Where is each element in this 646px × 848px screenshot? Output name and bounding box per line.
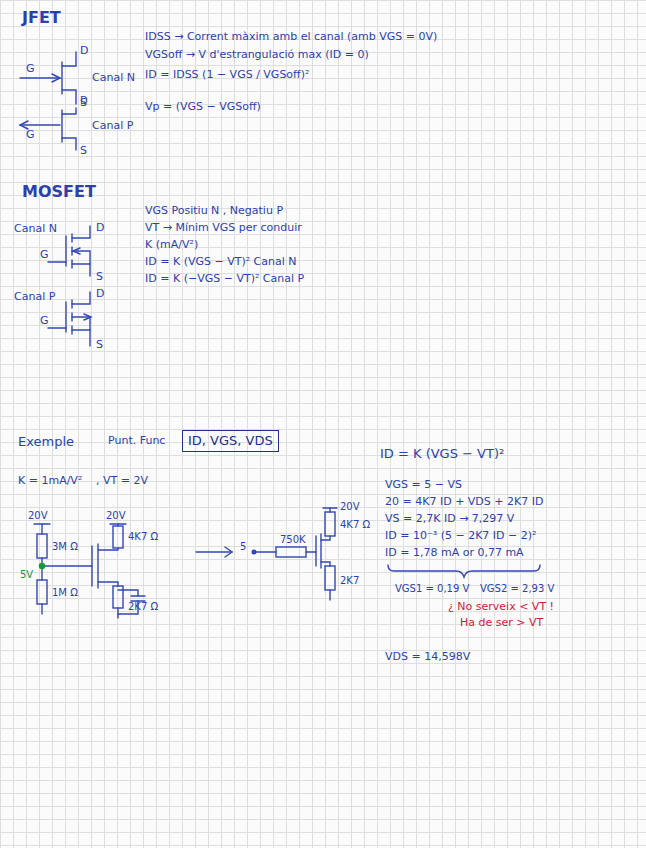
note-text: 20V: [28, 509, 48, 523]
note-text: 2K7 Ω: [128, 600, 158, 614]
note-text: IDSS → Corrent màxim amb el canal (amb V…: [145, 30, 437, 44]
note-text: G: [26, 128, 35, 142]
note-text: Canal N: [14, 222, 57, 236]
section-heading: MOSFET: [22, 182, 96, 201]
note-text: VGS1 = 0,19 V: [395, 582, 469, 596]
note-text: D: [80, 44, 88, 58]
note-text: VGS = 5 − VS: [385, 478, 462, 492]
red-note: Ha de ser > VT: [460, 616, 543, 630]
note-text: VGS2 = 2,93 V: [480, 582, 554, 596]
note-text: K = 1mA/V²: [18, 474, 82, 488]
note-text: 20V: [340, 500, 360, 514]
note-text: 750K: [280, 533, 306, 547]
note-text: ID = K (VGS − VT)² Canal N: [145, 255, 297, 269]
note-text: ID = 1,78 mA or 0,77 mA: [385, 546, 524, 560]
jfet-p-symbol: [20, 108, 76, 150]
note-text: Vp = (VGS − VGSoff): [145, 100, 261, 114]
note-text: VGS Positiu N , Negatiu P: [145, 204, 283, 218]
equivalent-circuit: [252, 508, 337, 600]
box-text: ID, VGS, VDS: [188, 433, 273, 449]
note-text: VDS = 14,598V: [385, 650, 470, 664]
note-text: 5V: [20, 568, 33, 582]
note-text: 1M Ω: [52, 586, 78, 600]
note-text: ID = 10⁻³ (5 − 2K7 ID − 2)²: [385, 529, 536, 543]
note-text: D: [80, 94, 88, 108]
red-note: ¿ No serveix < VT !: [448, 600, 554, 614]
note-text: S: [96, 270, 103, 284]
note-text: G: [40, 248, 49, 262]
note-text: S: [96, 338, 103, 352]
note-text: 20V: [106, 509, 126, 523]
boxed-result: ID, VGS, VDS: [182, 430, 279, 452]
jfet-n-symbol: [20, 52, 76, 104]
note-text: 4K7 Ω: [340, 518, 370, 532]
note-text: G: [26, 62, 35, 76]
section-heading: JFET: [22, 8, 61, 27]
note-text: D: [96, 221, 104, 235]
note-text: 20 = 4K7 ID + VDS + 2K7 ID: [385, 495, 543, 509]
equivalent-arrow: [196, 547, 232, 557]
note-text: Canal N: [92, 71, 135, 85]
note-text: VGSoff → V d'estrangulació max (ID = 0): [145, 48, 369, 62]
note-text: D: [96, 287, 104, 301]
note-text: G: [40, 314, 49, 328]
note-text: Canal P: [14, 290, 55, 304]
note-text: , VT = 2V: [96, 474, 148, 488]
note-text: 3M Ω: [52, 540, 78, 554]
note-text: VS = 2,7K ID → 7,297 V: [385, 512, 514, 526]
note-text: Punt. Func: [108, 434, 165, 448]
note-text: VT → Mínim VGS per conduir: [145, 221, 302, 235]
note-text: 2K7: [340, 574, 359, 588]
note-text: K (mA/V²): [145, 238, 198, 252]
note-text: S: [80, 144, 87, 158]
note-text: ID = IDSS (1 − VGS / VGSoff)²: [145, 68, 309, 82]
note-text: ID = K (VGS − VT)²: [380, 446, 504, 462]
brace: [388, 565, 540, 577]
note-text: ID = K (−VGS − VT)² Canal P: [145, 272, 304, 286]
note-text: Exemple: [18, 434, 74, 450]
note-text: 4K7 Ω: [128, 530, 158, 544]
node-dot: [40, 564, 45, 569]
note-text: 5: [240, 540, 246, 554]
note-text: Canal P: [92, 119, 133, 133]
